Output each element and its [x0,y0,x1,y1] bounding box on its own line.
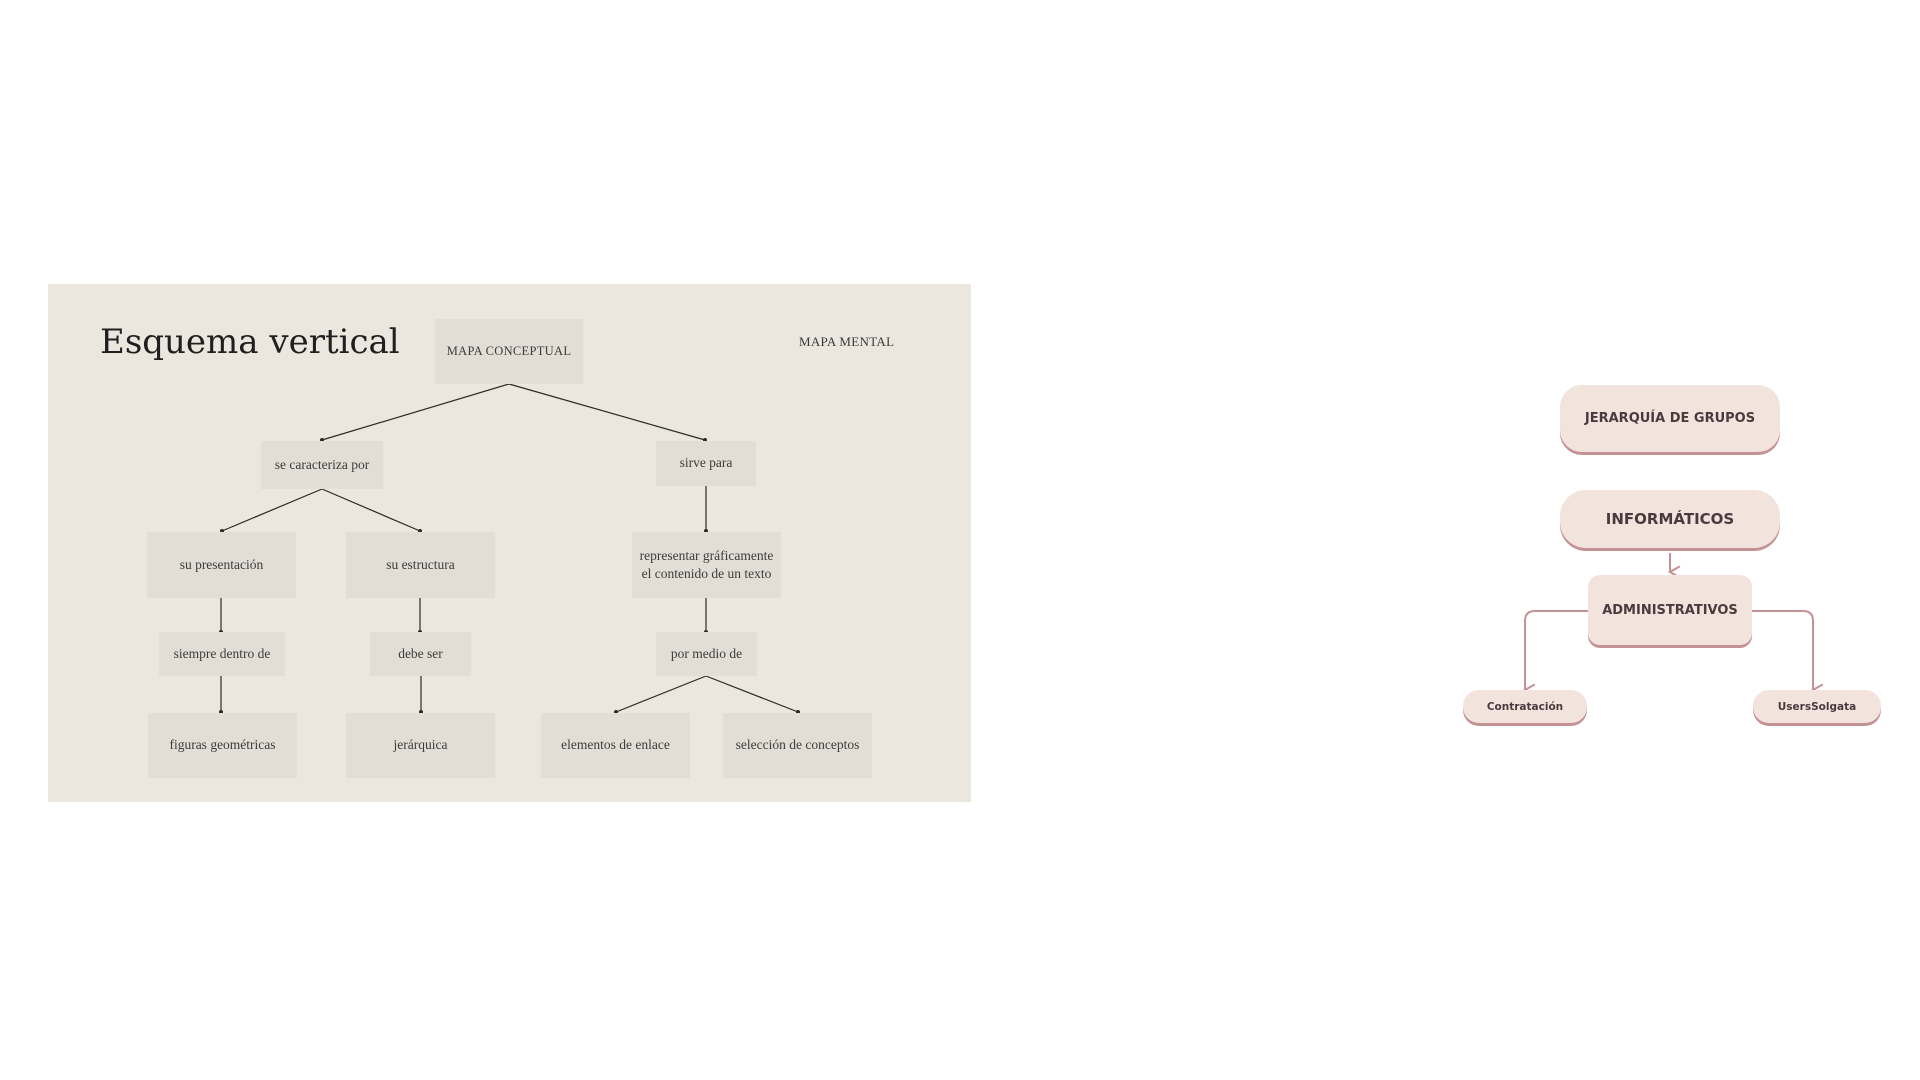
jerarquia-de-grupos-panel: JERARQUÍA DE GRUPOS INFORMÁTICOS ADMINIS… [1440,370,1900,740]
node-sirve-para: sirve para [656,441,756,486]
link-characterized-presentation [220,488,323,533]
hierarchy-connectors [1522,553,1824,697]
node-figuras-geometricas: figuras geométricas [148,713,297,778]
link-bymeans-link-elements [614,675,707,714]
node-su-presentacion: su presentación [147,532,296,598]
link-root-serves [508,383,707,442]
node-se-caracteriza-por: se caracteriza por [261,441,383,489]
concept-map-connectors [219,383,800,714]
node-debe-ser: debe ser [370,632,471,676]
header-jerarquia-de-grupos: JERARQUÍA DE GRUPOS [1560,385,1780,452]
node-representar: representar gráficamente el contenido de… [632,532,781,598]
mapa-mental-label: MAPA MENTAL [799,334,895,349]
node-mapa-conceptual: MAPA CONCEPTUAL [435,319,583,384]
link-root-characterized [320,383,510,442]
node-su-estructura: su estructura [346,532,495,598]
node-por-medio-de: por medio de [656,632,757,676]
diagram-title: Esquema vertical [100,322,400,362]
node-userssolgata: UsersSolgata [1753,690,1881,723]
link-bymeans-concept-selection [705,675,800,714]
node-informaticos: INFORMÁTICOS [1560,490,1780,548]
node-administrativos: ADMINISTRATIVOS [1588,575,1752,645]
node-seleccion-de-conceptos: selección de conceptos [723,713,872,778]
link-characterized-structure [321,488,422,533]
link-administrativos-userssolgata [1752,610,1824,697]
esquema-vertical-panel: Esquema vertical MAPA MENTAL MAPA CONCEP… [48,284,971,802]
node-elementos-de-enlace: elementos de enlace [541,713,690,778]
link-administrativos-contratacion [1522,610,1588,697]
node-jerarquica: jerárquica [346,713,495,778]
node-siempre-dentro-de: siempre dentro de [159,632,285,676]
node-contratacion: Contratación [1463,690,1587,723]
